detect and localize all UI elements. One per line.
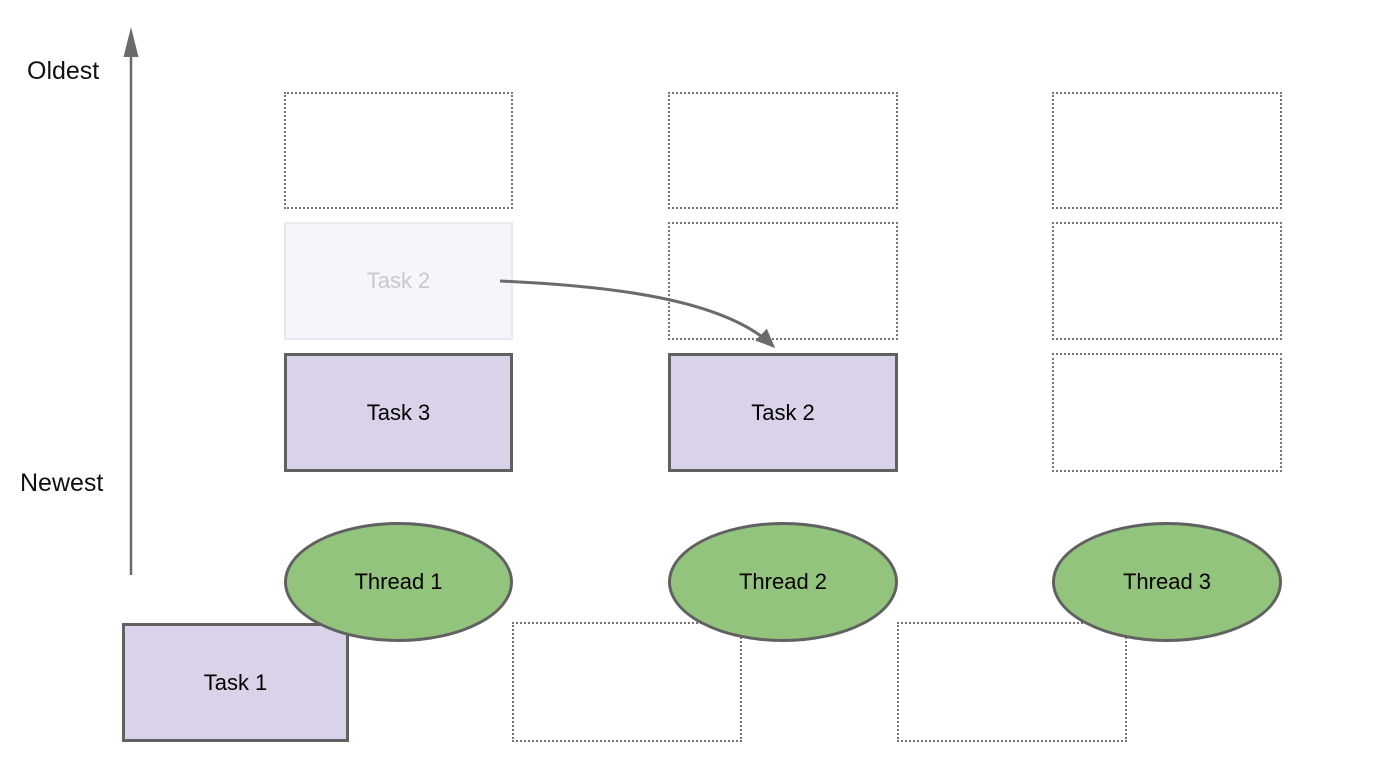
task-label: Task 1	[203, 669, 268, 695]
queue2-slot-empty	[668, 222, 898, 340]
task-label: Task 3	[366, 399, 431, 425]
axis-label-newest: Newest	[20, 469, 104, 497]
queue3-slot-empty	[1052, 353, 1282, 472]
queue2-slot-empty	[668, 92, 898, 209]
ghost-task-label: Task 2	[366, 268, 431, 293]
queue3-slot-empty	[1052, 92, 1282, 209]
time-axis	[123, 27, 139, 575]
queue1-slot-ghost-task: Task 2	[284, 222, 513, 340]
thread3-ellipse: Thread 3	[1052, 522, 1282, 642]
thread-label: Thread 3	[1122, 569, 1212, 594]
queue2-slot-task: Task 2	[668, 353, 898, 472]
queue1-slot-empty	[284, 92, 513, 209]
queue3-slot-empty	[1052, 222, 1282, 340]
axis-label-oldest: Oldest	[27, 57, 100, 85]
thread2-ellipse: Thread 2	[668, 522, 898, 642]
staging-slot-empty	[512, 622, 742, 742]
staging-slot-empty	[897, 622, 1127, 742]
staged-task: Task 1	[122, 623, 349, 742]
thread1-ellipse: Thread 1	[284, 522, 513, 642]
thread-label: Thread 1	[354, 569, 443, 594]
task-label: Task 2	[751, 399, 815, 425]
time-axis-arrowhead	[123, 27, 139, 57]
queue1-slot-task: Task 3	[284, 353, 513, 472]
thread-label: Thread 2	[738, 569, 828, 594]
